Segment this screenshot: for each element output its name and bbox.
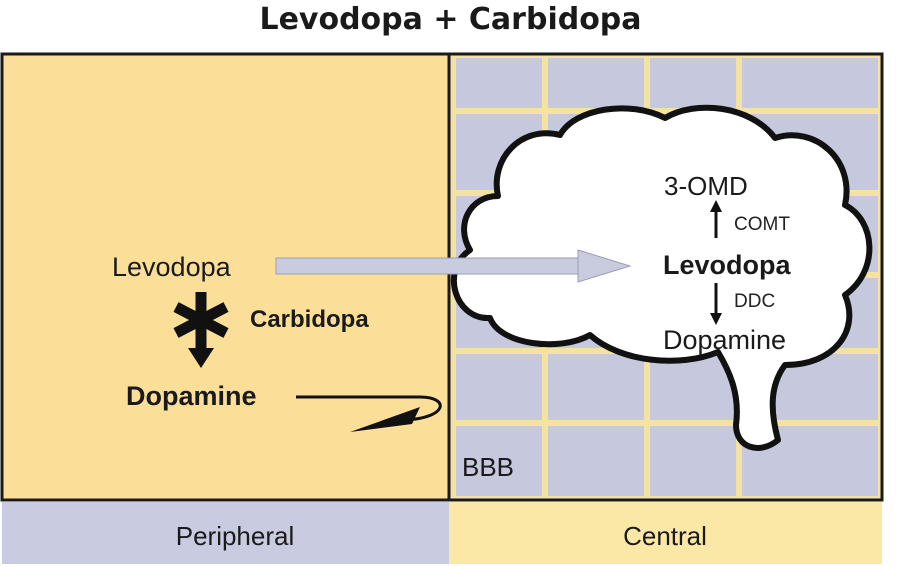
panel-border [0,52,884,502]
bbb-label: BBB [462,452,514,482]
central-levodopa-label: Levodopa [663,250,791,280]
comt-label: COMT [734,214,790,235]
footer-central-band [449,502,882,564]
carbidopa-label: Carbidopa [250,306,369,333]
comt-arrow [710,200,722,238]
peripheral-dopamine-label: Dopamine [126,381,257,411]
footer-peripheral-band [2,502,449,564]
diagram-title: Levodopa + Carbidopa [259,2,642,37]
central-dopamine-label: Dopamine [663,325,786,355]
conversion-arrow-head [188,348,214,368]
peripheral-levodopa-label: Levodopa [112,252,232,282]
omd-label: 3-OMD [664,171,748,201]
ddc-label: DDC [734,291,775,312]
dopamine-blocked-arrow [296,395,442,432]
footer-peripheral-label: Peripheral [176,521,295,551]
carbidopa-block-icon [173,292,229,348]
footer-central-label: Central [623,521,707,551]
transport-arrow [275,249,632,283]
brain-shape [451,104,873,451]
ddc-arrow [710,283,722,325]
